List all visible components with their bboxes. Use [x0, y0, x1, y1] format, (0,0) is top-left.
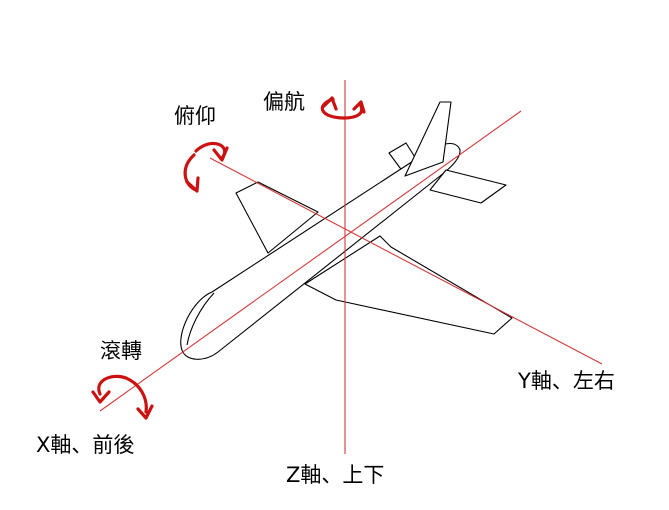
z-axis-label: Z軸、上下	[286, 463, 385, 487]
roll-rotation-arrow-icon	[91, 374, 154, 420]
pitch-label: 俯仰	[174, 104, 216, 128]
roll-label: 滾轉	[100, 339, 142, 363]
left-wing	[235, 181, 319, 254]
yaw-rotation-arrow-icon	[320, 96, 366, 120]
y-axis-line	[209, 157, 603, 365]
x-axis-label: X軸、前後	[36, 433, 135, 457]
vertical-fin	[404, 101, 452, 177]
pitch-rotation-arrow-icon	[183, 141, 229, 193]
airplane	[180, 101, 513, 360]
y-axis-label: Y軸、左右	[518, 369, 615, 393]
x-axis-line	[99, 110, 522, 412]
yaw-label: 偏航	[263, 90, 305, 114]
cockpit-line	[186, 292, 215, 346]
right-wing	[304, 235, 513, 335]
fuselage	[180, 142, 461, 360]
right-stabilizer	[429, 169, 507, 204]
axes	[99, 80, 603, 454]
